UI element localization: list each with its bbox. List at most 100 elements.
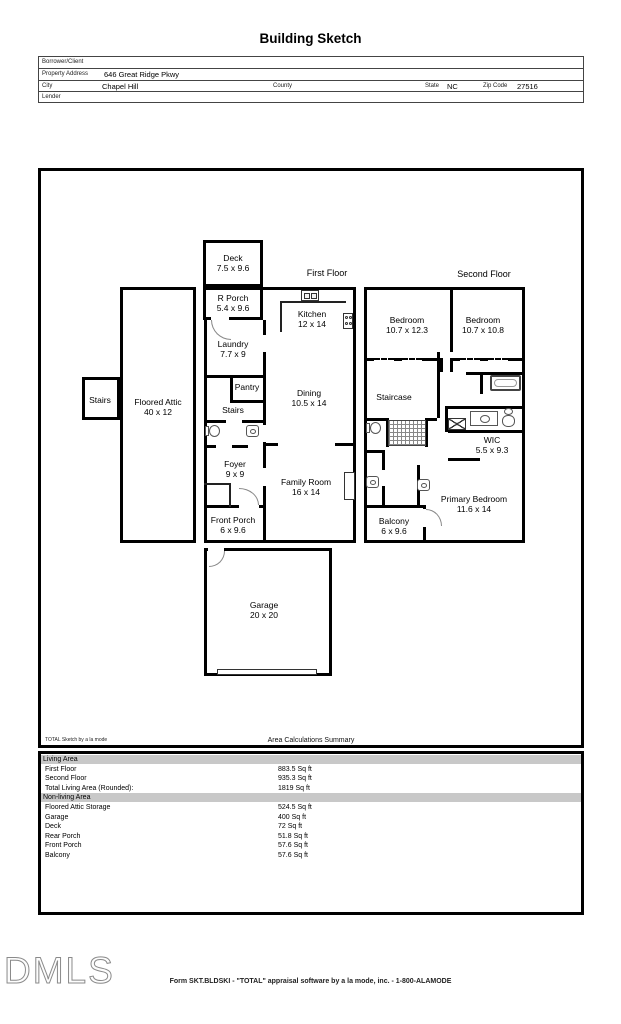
- wall: [263, 443, 278, 446]
- interior-wall: [229, 483, 231, 507]
- toilet-icon: [502, 415, 515, 427]
- attic-stairs-room: [82, 377, 120, 420]
- row-value: 57.6 Sq ft: [278, 842, 308, 850]
- row-value: 72 Sq ft: [278, 823, 303, 831]
- room-label-primary-bedroom: Primary Bedroom 11.6 x 14: [441, 494, 507, 514]
- living-area-header: Living Area: [41, 755, 581, 764]
- second-floor-outline: [364, 287, 525, 543]
- room-dims: 10.5 x 14: [291, 398, 327, 408]
- bathtub-icon: [490, 375, 521, 391]
- wall: [263, 320, 266, 335]
- wall: [204, 420, 226, 423]
- room-dims: 40 x 12: [144, 407, 172, 417]
- burner: [348, 322, 352, 325]
- interior-wall: [280, 301, 282, 332]
- room-dims: 11.6 x 14: [456, 504, 492, 514]
- second-floor-title: Second Floor: [457, 269, 511, 279]
- room-dims: 6 x 9.6: [220, 525, 246, 535]
- wall: [263, 486, 266, 540]
- wall: [450, 358, 453, 372]
- wall: [386, 418, 389, 447]
- wall: [423, 527, 426, 543]
- room-name: Front Porch: [210, 514, 256, 525]
- room-name: Primary Bedroom: [440, 493, 508, 504]
- property-address-label: Property Address: [42, 70, 89, 77]
- wall: [230, 400, 263, 403]
- wall: [466, 372, 522, 375]
- wall: [448, 430, 522, 433]
- city-value: Chapel Hill: [102, 81, 139, 91]
- nonliving-area-header: Non-living Area: [41, 793, 581, 803]
- room-name: Family Room: [280, 476, 332, 487]
- room-name: Bedroom: [389, 314, 425, 325]
- fireplace-icon: [344, 472, 355, 500]
- header-table: Borrower/Client Property Address 646 Gre…: [38, 56, 584, 103]
- burner: [348, 316, 352, 319]
- kitchen-sink-icon: [301, 290, 319, 301]
- area-calc-summary-title: Area Calculations Summary: [267, 737, 355, 744]
- room-dims: 10.7 x 10.8: [461, 325, 505, 335]
- state-label: State: [425, 82, 440, 89]
- row-divider: [38, 79, 584, 81]
- room-name: Staircase: [376, 391, 412, 402]
- room-label-stairs-first: Stairs: [222, 405, 244, 415]
- row-divider: [38, 91, 584, 93]
- dmls-logo: DMLS: [4, 950, 115, 992]
- toilet-tank: [504, 408, 513, 415]
- wall: [452, 358, 460, 361]
- wall: [263, 287, 356, 290]
- room-label-wic: WIC 5.5 x 9.3: [476, 435, 509, 455]
- summary-row: Total Living Area (Rounded): 1819 Sq ft: [41, 784, 581, 794]
- wall: [508, 358, 525, 361]
- room-name: Dining: [296, 387, 322, 398]
- room-dims: 5.4 x 9.6: [216, 303, 250, 313]
- wall: [263, 352, 266, 425]
- room-dims: 6 x 9.6: [381, 526, 407, 536]
- area-calculations-summary: Living Area First Floor 883.5 Sq ft Seco…: [38, 751, 584, 915]
- room-label-staircase: Staircase: [376, 392, 411, 402]
- wall: [364, 505, 426, 508]
- closet-door-dashed: [460, 358, 480, 360]
- wall: [335, 443, 353, 446]
- sink-basin: [303, 292, 310, 299]
- row-label: Deck: [45, 823, 61, 831]
- building-sketch-area: First Floor Second Floor Deck 7.5 x 9.6 …: [38, 168, 584, 748]
- room-name: Floored Attic: [134, 396, 182, 407]
- closet-door-dashed: [374, 358, 394, 360]
- room-name: Bedroom: [465, 314, 501, 325]
- wall: [364, 450, 382, 453]
- room-name: Balcony: [378, 515, 410, 526]
- summary-row: Garage 400 Sq ft: [41, 813, 581, 823]
- interior-wall: [204, 483, 231, 485]
- room-label-front-porch: Front Porch 6 x 9.6: [211, 515, 255, 535]
- zip-value: 27516: [517, 81, 538, 91]
- sink-icon: [417, 479, 430, 491]
- closet-door-dashed: [488, 358, 508, 360]
- room-label-laundry: Laundry 7.7 x 9: [218, 339, 249, 359]
- wall: [440, 358, 443, 372]
- wall: [445, 406, 448, 432]
- row-label: Front Porch: [45, 842, 82, 850]
- row-value: 883.5 Sq ft: [278, 765, 312, 773]
- room-label-bedroom1: Bedroom 10.7 x 12.3: [386, 315, 428, 335]
- summary-row: Second Floor 935.3 Sq ft: [41, 774, 581, 784]
- room-name: Kitchen: [297, 308, 327, 319]
- wall: [230, 375, 233, 400]
- closet-door-dashed: [402, 358, 422, 360]
- row-value: 1819 Sq ft: [278, 784, 310, 792]
- room-dims: 20 x 20: [250, 610, 278, 620]
- sink-basin: [480, 415, 490, 423]
- room-dims: 12 x 14: [298, 319, 326, 329]
- toilet-bowl: [370, 422, 381, 434]
- room-name: Pantry: [234, 381, 260, 392]
- summary-row: Rear Porch 51.8 Sq ft: [41, 832, 581, 842]
- wall: [445, 406, 522, 409]
- door-arc: [239, 488, 259, 505]
- wall: [450, 287, 453, 352]
- state-value: NC: [447, 81, 458, 91]
- room-name: WIC: [483, 434, 501, 445]
- wall: [364, 418, 386, 421]
- room-label-dining: Dining 10.5 x 14: [292, 388, 327, 408]
- room-name: Garage: [249, 599, 279, 610]
- borrower-label: Borrower/Client: [42, 59, 84, 65]
